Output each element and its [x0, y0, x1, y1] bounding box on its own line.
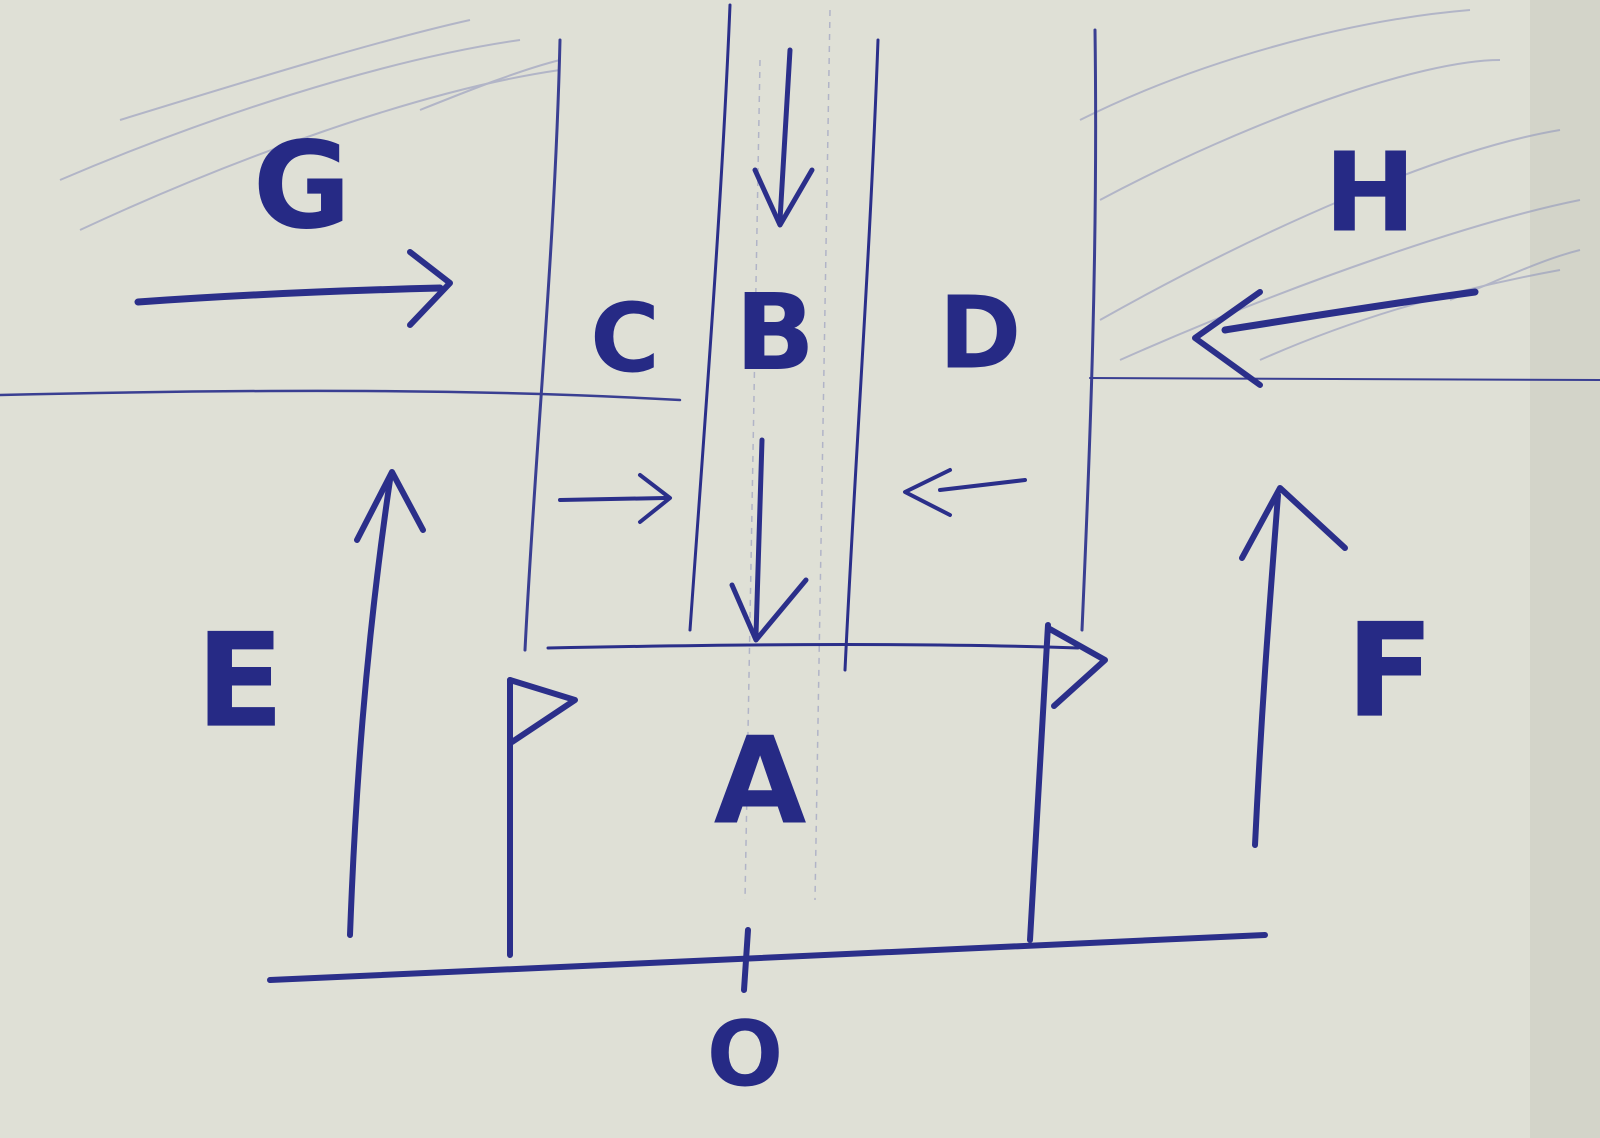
baseline [267, 932, 1268, 983]
label-o: O [707, 1002, 784, 1107]
arrow-h-left [1192, 288, 1479, 388]
label-d: D [938, 274, 1021, 391]
label-e: E [196, 605, 285, 757]
arrow-b-down-bottom [729, 437, 809, 643]
lane-line-inner-right [843, 38, 880, 672]
arrow-f-up [1239, 485, 1348, 848]
origin-tick [741, 927, 751, 993]
lane-line-outer-right [1080, 28, 1098, 632]
arrow-c-right [558, 473, 672, 524]
paper-right-edge [1530, 0, 1600, 1138]
arrow-d-left [903, 468, 1027, 517]
label-f: F [1346, 595, 1435, 747]
label-g: G [253, 118, 352, 257]
flag-right [1027, 622, 1108, 943]
arrow-b-down-top [752, 47, 815, 228]
lane-line-outer-left [523, 38, 562, 652]
arrow-e-up [347, 469, 426, 938]
horizontal-guide-line [0, 389, 682, 402]
label-h: H [1324, 128, 1416, 256]
hatching-top-left [59, 19, 561, 231]
flag-left [507, 677, 578, 958]
label-b: B [735, 272, 815, 394]
arrow-g-right [134, 249, 453, 328]
stop-line [546, 643, 1080, 650]
label-c: C [590, 284, 660, 394]
lane-line-inner-left [688, 3, 732, 632]
label-a: A [714, 713, 807, 852]
median-faint-lines [744, 9, 831, 901]
horizontal-guide-line-right [1089, 377, 1600, 381]
